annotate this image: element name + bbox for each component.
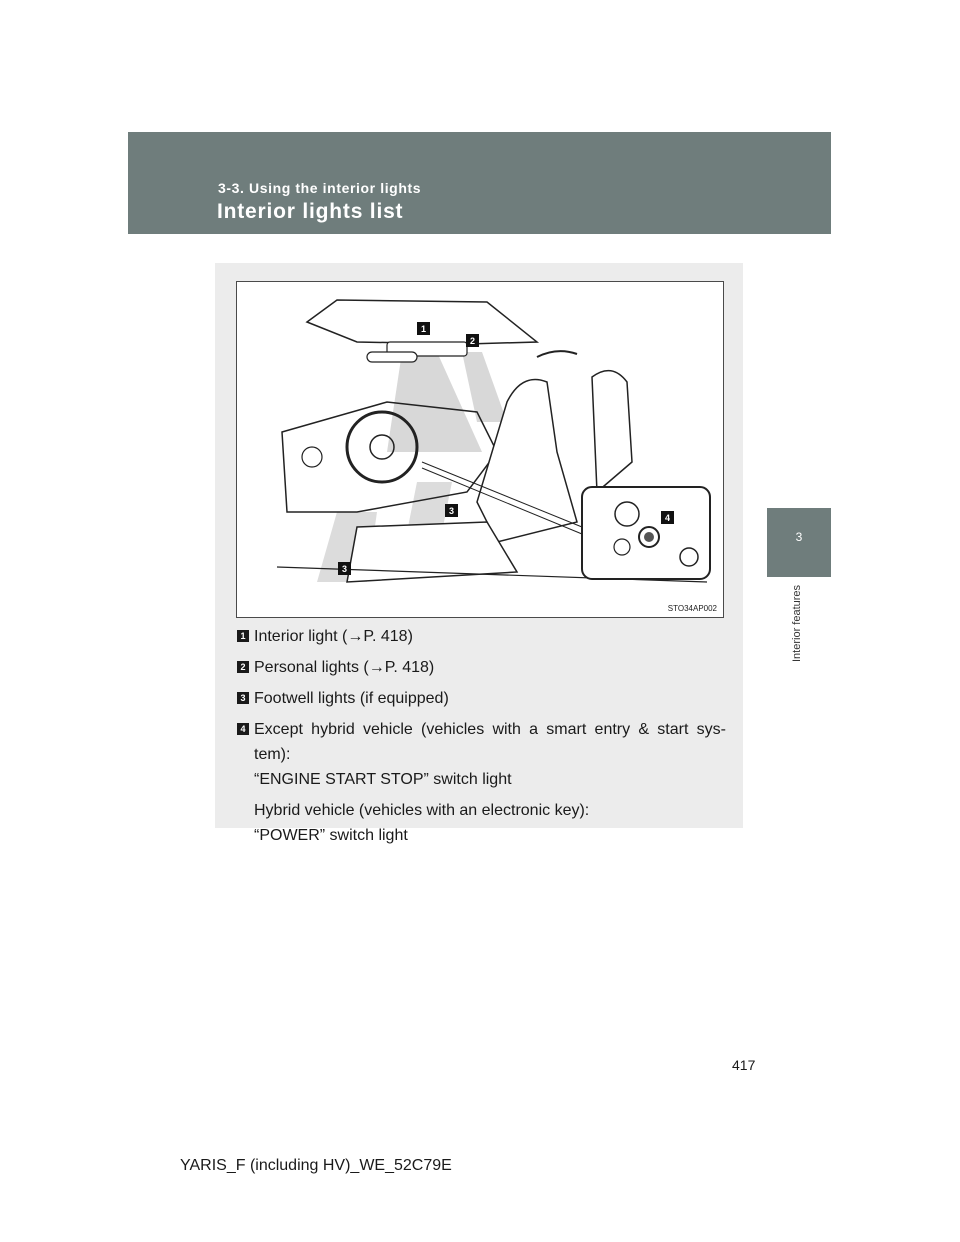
item-text-line: “POWER” switch light bbox=[254, 827, 408, 844]
item-marker: 1 bbox=[237, 630, 249, 642]
list-item-footwell-lights: 3 Footwell lights (if equipped) bbox=[236, 686, 726, 711]
chapter-number: 3 bbox=[795, 530, 803, 544]
chapter-tab: 3 bbox=[767, 508, 831, 577]
callout-2: 2 bbox=[466, 334, 479, 347]
callout-4: 4 bbox=[661, 511, 674, 524]
document-code: YARIS_F (including HV)_WE_52C79E bbox=[180, 1157, 452, 1174]
lights-list: 1 Interior light (→P. 418) 2 Personal li… bbox=[236, 624, 726, 854]
callout-3b: 3 bbox=[338, 562, 351, 575]
callout-1-label: 1 bbox=[421, 324, 426, 334]
item-marker: 2 bbox=[237, 661, 249, 673]
personal-light-beam bbox=[462, 352, 507, 422]
steering-hub bbox=[369, 434, 395, 460]
callout-4-label: 4 bbox=[665, 513, 670, 523]
passenger-seat bbox=[591, 369, 633, 494]
footwell-light-beam-center bbox=[407, 482, 452, 532]
callout-1: 1 bbox=[417, 322, 430, 335]
item-text: Footwell lights (if equipped) bbox=[254, 690, 449, 707]
callout-3a-label: 3 bbox=[449, 506, 454, 516]
figure-code: STO34AP002 bbox=[667, 604, 717, 613]
header-band bbox=[128, 132, 831, 234]
air-vent bbox=[301, 446, 323, 468]
steering-wheel bbox=[345, 410, 419, 484]
list-item-switch-light: 4 Except hybrid vehicle (vehicles with a… bbox=[236, 717, 726, 848]
item-text-line: Hybrid vehicle (vehicles with an electro… bbox=[254, 802, 590, 819]
roof-outline bbox=[305, 299, 540, 345]
interior-lights-illustration: 1 2 3 3 4 STO34AP002 bbox=[236, 281, 724, 618]
rearview-mirror bbox=[366, 351, 418, 363]
list-item-personal-lights: 2 Personal lights (→P. 418) bbox=[236, 655, 726, 680]
callout-2-label: 2 bbox=[470, 336, 475, 346]
detail-leader-line-1 bbox=[421, 461, 583, 528]
detail-leader-line-2 bbox=[421, 467, 583, 535]
section-title: 3-3. Using the interior lights bbox=[218, 180, 422, 196]
item-text-line: tem): bbox=[254, 746, 291, 763]
item-text-line: “ENGINE START STOP” switch light bbox=[254, 771, 512, 788]
item-marker: 3 bbox=[237, 692, 249, 704]
dashboard-outline bbox=[281, 401, 498, 513]
callout-3a: 3 bbox=[445, 504, 458, 517]
page-title: Interior lights list bbox=[217, 200, 404, 223]
dial bbox=[613, 538, 631, 556]
item-text: Interior light (→P. 418) bbox=[254, 628, 413, 645]
ignition-ring bbox=[679, 547, 699, 567]
item-marker: 4 bbox=[237, 723, 249, 735]
item-text-line: Except hybrid vehicle (vehicles with a s… bbox=[254, 721, 726, 738]
chapter-label: Interior features bbox=[791, 585, 803, 663]
list-item-interior-light: 1 Interior light (→P. 418) bbox=[236, 624, 726, 649]
grab-handle bbox=[536, 350, 578, 358]
page-number: 417 bbox=[732, 1057, 756, 1073]
start-switch-light bbox=[644, 532, 654, 542]
callout-3b-label: 3 bbox=[342, 564, 347, 574]
car-interior-drawing: 1 2 3 3 4 bbox=[276, 299, 711, 583]
item-text: Personal lights (→P. 418) bbox=[254, 659, 435, 676]
switch-knob bbox=[614, 501, 640, 527]
